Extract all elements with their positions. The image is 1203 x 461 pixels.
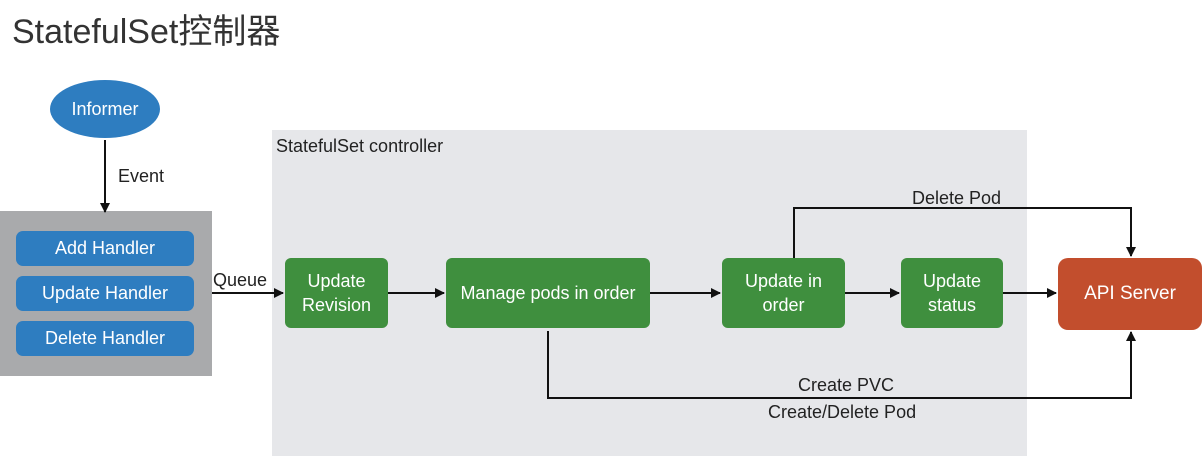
add-handler[interactable]: Add Handler <box>16 231 194 266</box>
update-status-step[interactable]: Update status <box>901 258 1003 328</box>
create-pvc-label: Create PVC <box>798 375 895 395</box>
page-title: StatefulSet控制器 <box>12 13 281 51</box>
api-server-node[interactable]: API Server <box>1058 258 1202 330</box>
queue-label: Queue <box>213 270 268 290</box>
update-revision-step[interactable]: Update Revision <box>285 258 388 328</box>
event-label: Event <box>118 166 165 186</box>
delete-pod-arrow <box>793 207 1136 258</box>
create-delete-pod-label: Create/Delete Pod <box>768 402 917 422</box>
create-pvc-pod-arrow <box>547 331 1136 399</box>
delete-pod-label: Delete Pod <box>912 188 1002 208</box>
informer-node[interactable]: Informer <box>50 80 160 138</box>
controller-label: StatefulSet controller <box>276 136 444 156</box>
manage-pods-step[interactable]: Manage pods in order <box>446 258 650 328</box>
delete-handler[interactable]: Delete Handler <box>16 321 194 356</box>
update-handler[interactable]: Update Handler <box>16 276 194 311</box>
update-in-order-step[interactable]: Update in order <box>722 258 845 328</box>
